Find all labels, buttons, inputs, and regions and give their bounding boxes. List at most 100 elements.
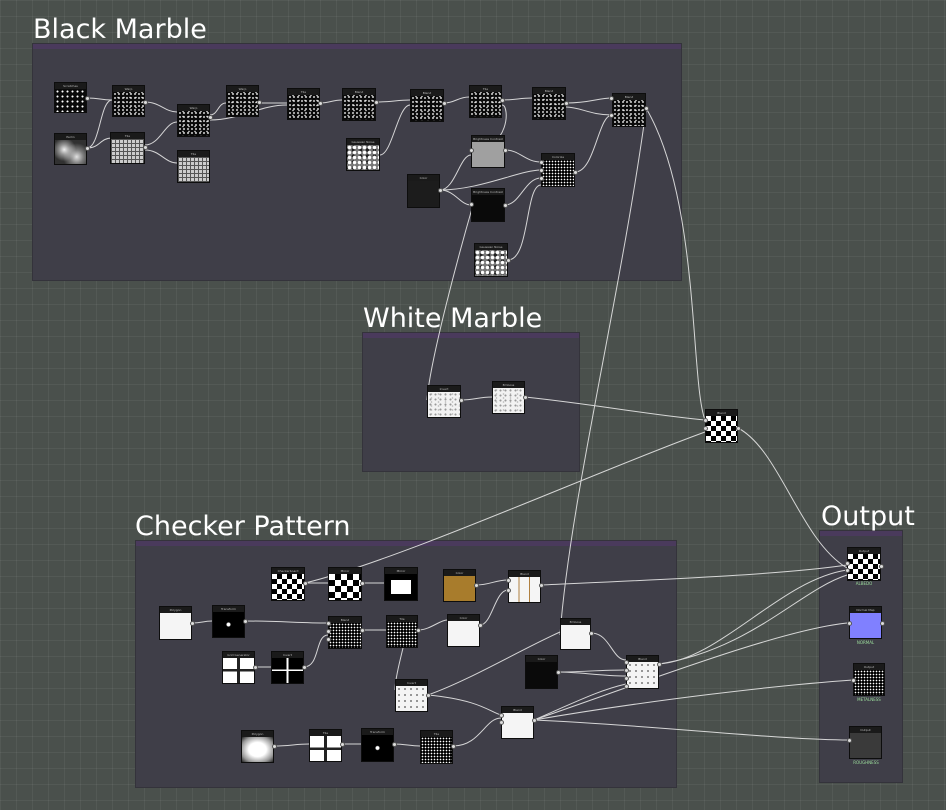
port[interactable] [243, 619, 248, 624]
node-blend-7[interactable]: Blend [626, 655, 659, 689]
port[interactable] [657, 662, 662, 667]
node-tile-7[interactable]: Tile [420, 730, 453, 764]
port[interactable] [438, 188, 443, 193]
port[interactable] [302, 665, 307, 670]
port[interactable] [644, 106, 649, 111]
node-scratches[interactable]: Scratches [54, 82, 87, 113]
node-output-albedo[interactable]: Output [847, 547, 881, 581]
port[interactable] [624, 668, 629, 673]
white-marble-title[interactable]: White Marble [363, 303, 543, 334]
node-emboss-2[interactable]: Emboss [560, 618, 591, 650]
port[interactable] [523, 395, 528, 400]
node-warp-3[interactable]: Warp [226, 85, 259, 117]
port[interactable] [506, 588, 511, 593]
node-color-1[interactable]: Color [407, 174, 440, 208]
port[interactable] [845, 568, 850, 573]
port[interactable] [426, 693, 431, 698]
port[interactable] [469, 148, 474, 153]
node-color-black[interactable]: Color [525, 655, 558, 689]
port[interactable] [851, 678, 856, 683]
node-brightness-contrast-2[interactable]: Brightness Contrast [471, 188, 505, 222]
node-invert-3[interactable]: Invert [395, 679, 428, 712]
port[interactable] [208, 115, 213, 120]
port[interactable] [459, 398, 464, 403]
port[interactable] [609, 96, 614, 101]
port[interactable] [880, 621, 885, 626]
port[interactable] [506, 578, 511, 583]
node-transform-2[interactable]: Transform [361, 728, 394, 762]
port[interactable] [556, 670, 561, 675]
node-tile-4[interactable]: Tile [469, 85, 502, 118]
port[interactable] [303, 581, 308, 586]
port[interactable] [539, 160, 544, 165]
port[interactable] [326, 629, 331, 634]
black-marble-title[interactable]: Black Marble [33, 14, 207, 45]
node-blend-1[interactable]: Blend [342, 88, 376, 121]
node-gaussian-noise-2[interactable]: Gaussian Noise [474, 243, 508, 277]
checker-pattern-title[interactable]: Checker Pattern [135, 511, 351, 542]
node-tile-3[interactable]: Tile [287, 88, 320, 120]
port[interactable] [539, 168, 544, 173]
port[interactable] [847, 621, 852, 626]
port[interactable] [499, 720, 504, 725]
node-output-metalness[interactable]: Output [853, 663, 885, 696]
port[interactable] [847, 738, 852, 743]
port[interactable] [624, 676, 629, 681]
port[interactable] [85, 96, 90, 101]
node-blend-2[interactable]: Blend [410, 89, 444, 122]
node-blend-8[interactable]: Blend [501, 706, 534, 739]
port[interactable] [478, 623, 483, 628]
node-blend-4[interactable]: Blend [612, 93, 646, 127]
port[interactable] [503, 203, 508, 208]
port[interactable] [272, 744, 277, 749]
node-tile-2[interactable]: Tile [177, 150, 210, 183]
node-warp-1[interactable]: Warp [112, 85, 145, 117]
port[interactable] [532, 718, 537, 723]
white-marble-frame[interactable] [362, 332, 580, 472]
node-color-white[interactable]: Color [447, 614, 480, 647]
port[interactable] [503, 148, 508, 153]
port[interactable] [451, 744, 456, 749]
port[interactable] [845, 561, 850, 566]
node-invert-1[interactable]: Invert [427, 385, 461, 418]
port[interactable] [703, 426, 708, 431]
port[interactable] [469, 202, 474, 207]
port[interactable] [253, 665, 258, 670]
port[interactable] [143, 100, 148, 105]
port[interactable] [539, 583, 544, 588]
node-output-roughness[interactable]: Output [849, 726, 882, 759]
port[interactable] [143, 145, 148, 150]
node-blend-5[interactable]: Blend [508, 570, 541, 603]
node-transform-1[interactable]: Transform [212, 605, 245, 638]
node-polygon-1[interactable]: Polygon [159, 606, 192, 640]
port[interactable] [326, 637, 331, 642]
port[interactable] [360, 581, 365, 586]
port[interactable] [879, 564, 884, 569]
port[interactable] [326, 621, 331, 626]
port[interactable] [416, 628, 421, 633]
node-mirror-1[interactable]: Mirror [328, 567, 362, 601]
port[interactable] [703, 418, 708, 423]
node-checkerboard[interactable]: Checkerboard [271, 567, 305, 601]
node-color-gold[interactable]: Color [443, 569, 476, 602]
port[interactable] [736, 426, 741, 431]
node-warp-2[interactable]: Warp [177, 104, 210, 137]
node-mirror-2[interactable]: Mirror [384, 567, 418, 601]
node-brightness-contrast-1[interactable]: Brightness Contrast [471, 135, 505, 168]
node-tile-6[interactable]: Tile [309, 729, 342, 762]
port[interactable] [609, 113, 614, 118]
port[interactable] [85, 146, 90, 151]
port[interactable] [257, 100, 262, 105]
port[interactable] [624, 660, 629, 665]
node-grid-generator[interactable]: Grid Generator [222, 651, 255, 684]
port[interactable] [564, 101, 569, 106]
node-colorize[interactable]: Colorize [541, 153, 575, 187]
port[interactable] [499, 713, 504, 718]
node-normal-map[interactable]: Normal Map [849, 606, 882, 639]
port[interactable] [360, 628, 365, 633]
node-mix-blend[interactable]: Blend [705, 409, 738, 443]
port[interactable] [573, 170, 578, 175]
port[interactable] [374, 100, 379, 105]
node-tile-1[interactable]: Tile [110, 132, 145, 164]
port[interactable] [392, 742, 397, 747]
